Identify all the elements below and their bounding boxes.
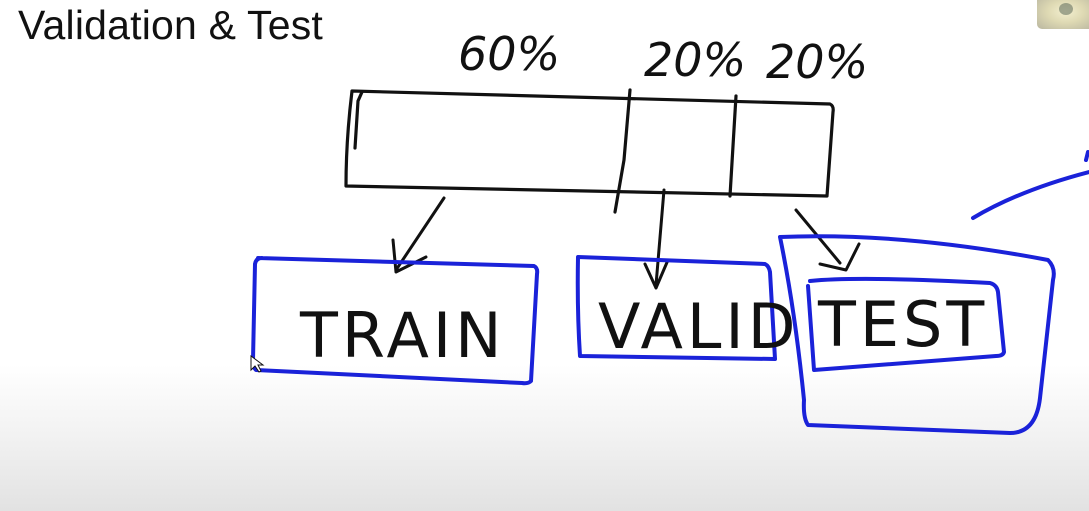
dataset-bar-outline	[344, 89, 835, 198]
label-train-percent: 60%	[458, 27, 560, 81]
test-label: TEST	[817, 288, 988, 361]
train-label: TRAIN	[299, 299, 506, 372]
dataset-bar	[344, 88, 835, 214]
label-valid-percent: 20%	[644, 33, 746, 87]
split-line-valid	[613, 88, 632, 214]
split-line-test	[728, 94, 738, 198]
valid-box	[575, 255, 777, 361]
slide-title: Validation & Test	[18, 2, 324, 48]
split-boxes	[250, 150, 1089, 435]
mouse-pointer-icon	[250, 355, 265, 373]
arrow-to-test	[794, 208, 861, 272]
webcam-thumbnail	[1037, 0, 1089, 29]
label-test-percent: 20%	[766, 35, 868, 89]
arrows	[391, 188, 861, 290]
arrow-to-valid	[643, 188, 670, 290]
train-box	[250, 256, 540, 386]
valid-label: VALID	[598, 290, 799, 363]
annotation-curve	[971, 150, 1089, 220]
test-inner-box	[806, 276, 1006, 372]
dataset-bar-tick	[353, 90, 364, 150]
test-outer-box	[778, 234, 1056, 435]
